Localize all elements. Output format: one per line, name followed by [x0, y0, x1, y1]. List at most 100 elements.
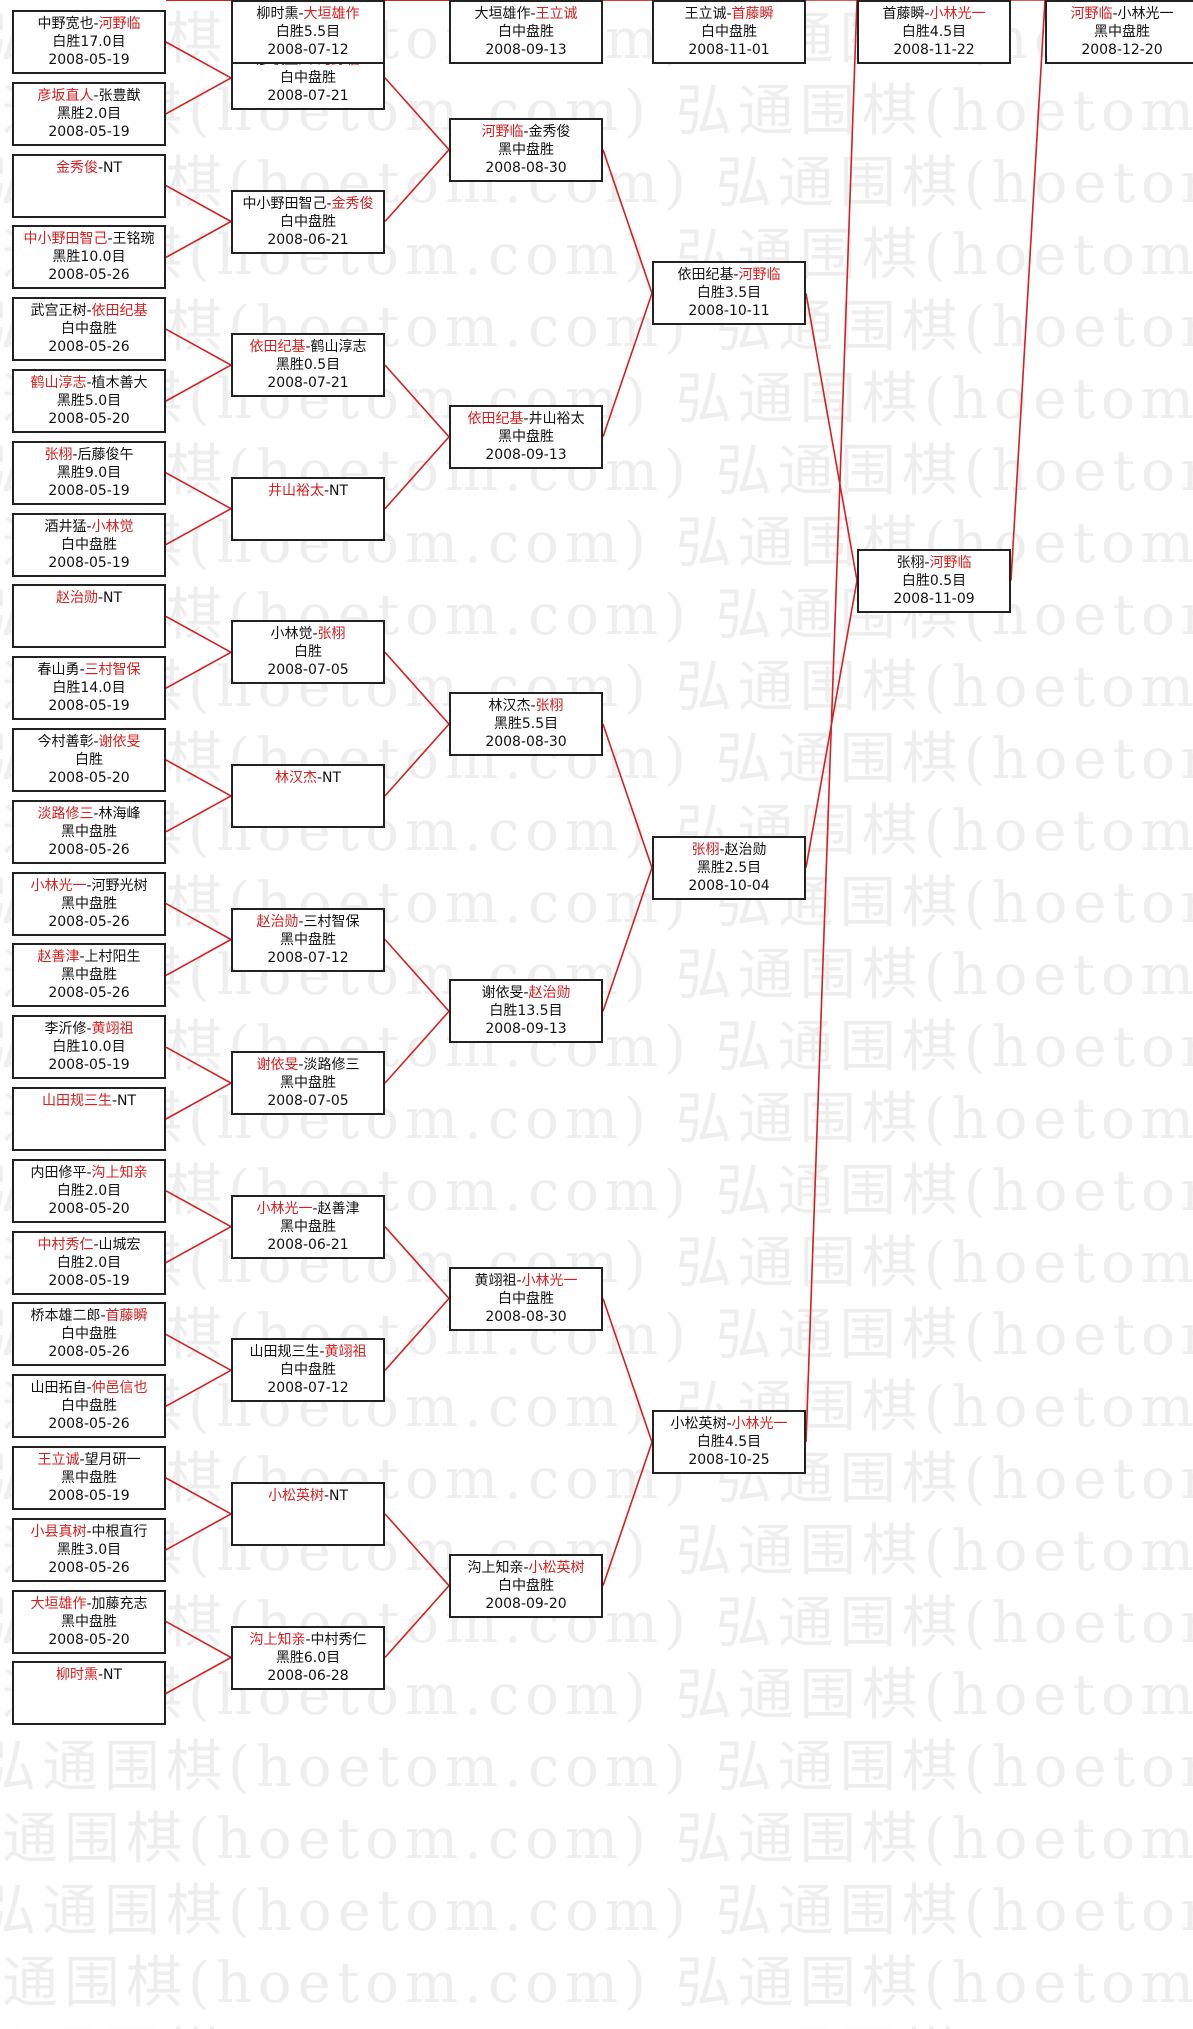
match-result: 白中盘胜 [280, 69, 336, 86]
bracket-connector [165, 41, 232, 79]
player-black: 谢依旻 [256, 1057, 299, 1074]
bracket-connector [384, 149, 450, 223]
player-white: 望月研一 [84, 1452, 141, 1468]
player-separator: - [97, 590, 104, 607]
player-black: 金秀俊 [55, 159, 98, 176]
player-black: 沟上知亲 [249, 1631, 306, 1648]
player-white: 张豊猷 [98, 87, 141, 104]
match-result: 黑中盘胜 [498, 141, 554, 158]
match-date: 2008-09-13 [485, 42, 567, 58]
player-separator: - [523, 410, 529, 427]
match-players: 依田纪基-河野临 [654, 266, 804, 284]
match-result: 白胜5.5目 [275, 24, 341, 40]
match-players: 首藤瞬-小林光一 [859, 5, 1009, 23]
match-result: 白胜 [75, 752, 103, 768]
match-date: 2008-09-20 [485, 1595, 567, 1612]
match-box[interactable]: 柳时熏-NT [12, 1661, 166, 1726]
match-box[interactable]: 小松英树-NT [231, 1481, 385, 1546]
match-result: 黑胜2.5目 [696, 859, 762, 876]
player-black: 大垣雄作 [474, 6, 531, 22]
match-box[interactable]: 赵治勋-NT [12, 584, 166, 649]
match-result: 白中盘胜 [280, 1362, 336, 1379]
match-result: 白胜4.5目 [696, 1434, 762, 1451]
player-white: 黄翊祖 [324, 1344, 367, 1361]
player-white: 井山裕太 [528, 410, 585, 427]
player-separator: - [298, 1057, 304, 1074]
match-date: 2008-05-26 [48, 913, 130, 930]
match-date: 2008-07-05 [267, 662, 349, 679]
match-players: 大垣雄作-王立诚 [451, 5, 601, 23]
player-black: 井山裕太 [267, 482, 324, 499]
player-separator: - [298, 6, 304, 22]
match-date: 2008-08-30 [485, 159, 567, 176]
player-black: 桥本雄二郎 [30, 1308, 101, 1325]
player-black: 谢依旻 [481, 985, 524, 1002]
match-players: 武宫正树-依田纪基 [14, 302, 164, 320]
match-result: 黑中盘胜 [61, 967, 117, 984]
player-white: 赵治勋 [724, 841, 767, 858]
player-separator: - [86, 1380, 92, 1397]
match-players: 中小野田智己-王铭琬 [14, 230, 164, 248]
match-date: 2008-07-12 [267, 42, 349, 58]
match-box[interactable]: 林汉杰-NT [231, 763, 385, 828]
player-white: 上村阳生 [84, 949, 141, 966]
match-players: 谢依旻-赵治勋 [451, 984, 601, 1002]
player-black: 首藤瞬 [882, 6, 925, 22]
match-box[interactable]: 山田规三生-NT [12, 1087, 166, 1151]
match-result: 白中盘胜 [61, 536, 117, 553]
match-box[interactable]: 金秀俊-NT [12, 153, 166, 218]
player-black: 林汉杰 [274, 769, 317, 786]
match-box[interactable]: 井山裕太-NT [231, 476, 385, 541]
player-black: 柳时熏 [55, 1667, 98, 1684]
player-white: 小林光一 [731, 1416, 788, 1433]
match-date: 2008-05-19 [48, 482, 130, 499]
player-black: 小林觉 [270, 626, 313, 643]
match-result: 白中盘胜 [61, 1326, 117, 1343]
match-players: 今村善彰-谢依旻 [14, 733, 164, 751]
